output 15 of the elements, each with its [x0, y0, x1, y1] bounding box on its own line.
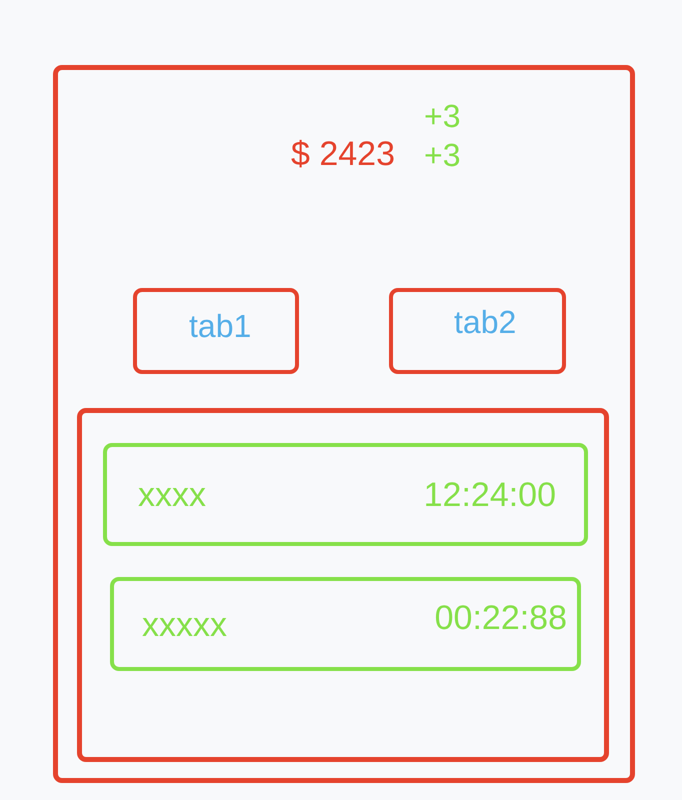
tab-box: [133, 288, 299, 374]
tab-box: [389, 288, 566, 374]
list-row: [110, 577, 581, 671]
row-time: 12:24:00: [424, 478, 556, 512]
tab-label: tab2: [454, 306, 516, 338]
change-text: +3: [424, 100, 460, 132]
list-panel: [77, 408, 609, 762]
screen-frame: [53, 65, 635, 783]
row-time: 00:22:88: [434, 601, 567, 635]
list-row: [103, 443, 588, 546]
tab-label: tab1: [189, 310, 252, 342]
row-title: xxxxx: [142, 608, 227, 642]
change-text: +3: [424, 139, 460, 171]
row-title: xxxx: [138, 478, 206, 512]
amount-text: $ 2423: [291, 137, 395, 171]
